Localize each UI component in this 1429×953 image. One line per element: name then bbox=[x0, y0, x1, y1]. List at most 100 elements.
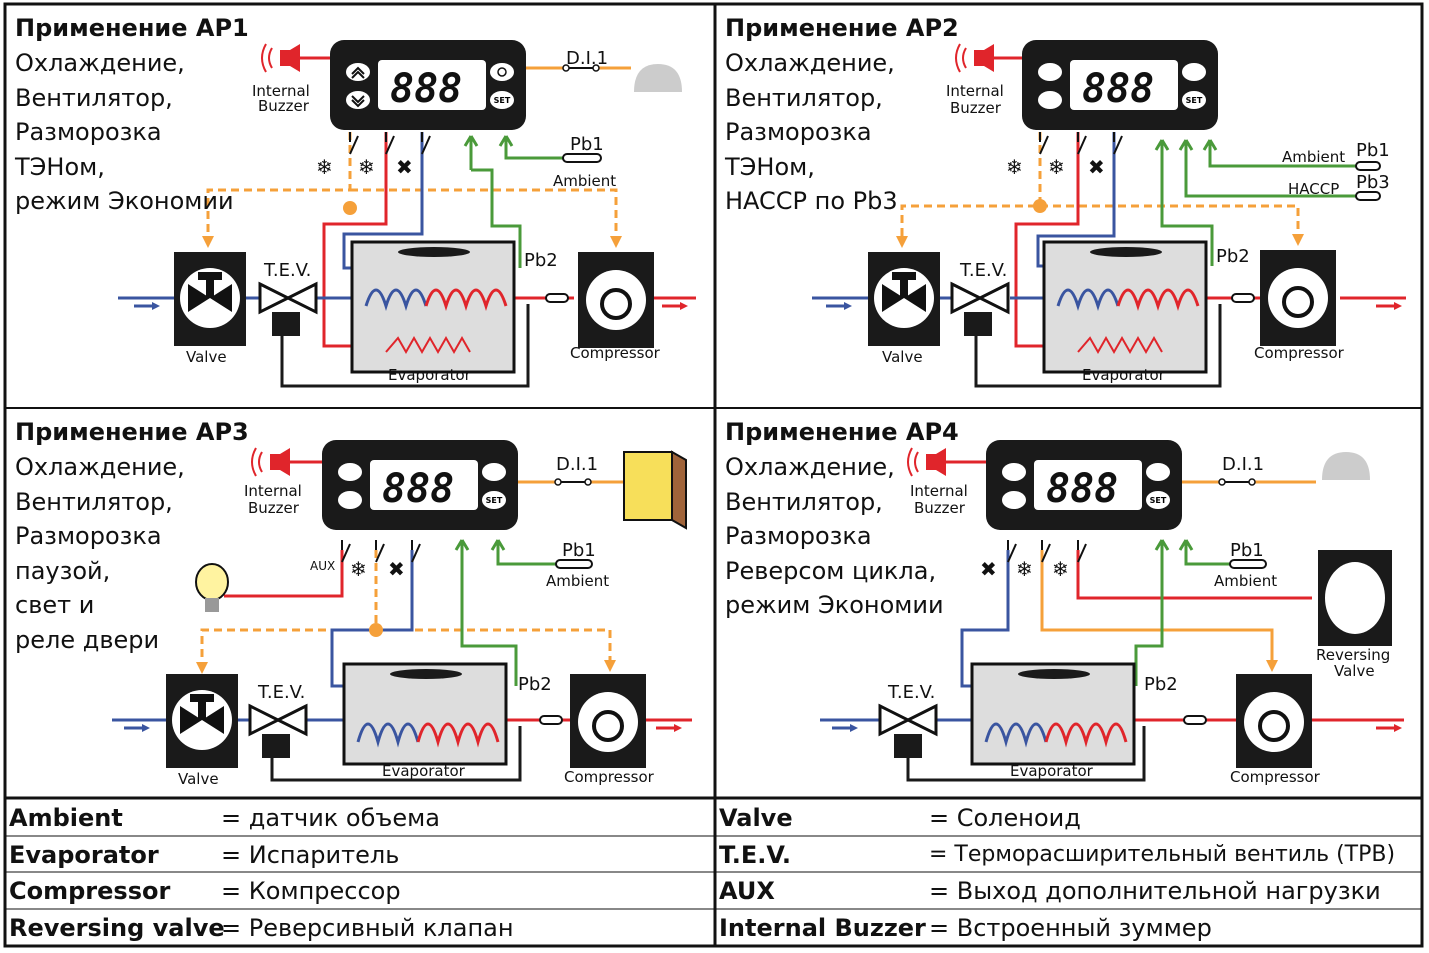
legend-key: AUX bbox=[719, 877, 775, 905]
ap3-desc-line: свет и bbox=[15, 591, 95, 619]
ap3-title: Применение АР3 bbox=[15, 418, 249, 446]
ap3-desc-line: Охлаждение, bbox=[15, 453, 185, 481]
ap2-evaporator bbox=[1042, 240, 1208, 374]
ap4-description: Охлаждение, Вентилятор, Разморозка Ревер… bbox=[725, 450, 944, 623]
ap3-schematic: SET ❄✖ bbox=[112, 440, 692, 788]
ap3-pb1-label: Pb1 bbox=[562, 540, 596, 561]
legend-row: Evaporator = Испаритель bbox=[9, 837, 714, 873]
ap1-compressor bbox=[578, 252, 654, 348]
ap4-reversing-valve bbox=[1318, 550, 1392, 646]
ap4-desc-line: Вентилятор, bbox=[725, 487, 883, 516]
ap1-ambient-label: Ambient bbox=[553, 172, 616, 190]
ap2-haccp-label: HACCP bbox=[1288, 180, 1339, 198]
ap3-desc-line: Разморозка bbox=[15, 522, 162, 550]
panel-ap2: SET ❄ ❄ ✖ bbox=[716, 6, 1421, 407]
ap2-desc-line: Разморозка bbox=[725, 118, 872, 146]
ap3-description: Охлаждение, Вентилятор, Разморозка паузо… bbox=[15, 450, 185, 657]
ap3-tev-label: T.E.V. bbox=[257, 682, 305, 703]
ap2-buzzer-label-1: Internal bbox=[946, 82, 1004, 100]
ap4-controller: SET bbox=[986, 440, 1182, 530]
ap3-pb2-label: Pb2 bbox=[518, 674, 552, 695]
ap1-tev-label: T.E.V. bbox=[263, 260, 311, 281]
legend-row: Valve = Соленоид bbox=[719, 800, 1419, 836]
ap4-tev bbox=[878, 703, 938, 758]
svg-text:✖: ✖ bbox=[980, 557, 997, 581]
ap2-desc-line: Охлаждение, bbox=[725, 49, 895, 77]
legend-value: = датчик объема bbox=[221, 804, 440, 832]
ap1-buzzer-icon bbox=[261, 43, 300, 73]
ap1-buzzer-label-1: Internal bbox=[252, 82, 310, 100]
svg-text:❄: ❄ bbox=[316, 155, 333, 179]
panel-ap4: SET ✖❄❄ bbox=[716, 410, 1421, 797]
svg-text:✖: ✖ bbox=[396, 155, 413, 179]
ap2-title: Применение АР2 bbox=[725, 14, 959, 42]
ap1-tev bbox=[258, 281, 318, 336]
ap2-display-digits: 888 bbox=[1082, 66, 1154, 112]
ap3-evaporator bbox=[342, 662, 508, 766]
legend-value: = Соленоид bbox=[929, 804, 1081, 832]
svg-text:✖: ✖ bbox=[388, 557, 405, 581]
ap1-buzzer-label-2: Buzzer bbox=[258, 97, 310, 115]
ap2-pb2-label: Pb2 bbox=[1216, 246, 1250, 267]
ap2-buzzer-label-2: Buzzer bbox=[950, 99, 1002, 117]
ap3-aux-label: AUX bbox=[310, 559, 335, 573]
svg-text:❄: ❄ bbox=[1016, 557, 1033, 581]
ap3-evaporator-label: Evaporator bbox=[382, 762, 466, 780]
legend-value: = Встроенный зуммер bbox=[929, 914, 1212, 942]
ap2-valve bbox=[868, 252, 940, 346]
ap1-valve bbox=[174, 252, 246, 346]
ap4-tev-label: T.E.V. bbox=[887, 682, 935, 703]
ap1-compressor-label: Compressor bbox=[570, 344, 661, 362]
ap1-di-label: D.I.1 bbox=[566, 48, 608, 69]
ap3-compressor-label: Compressor bbox=[564, 768, 655, 786]
ap1-pb1-label: Pb1 bbox=[570, 134, 604, 155]
legend-key: Reversing valve bbox=[9, 914, 225, 942]
ap3-valve bbox=[166, 674, 238, 768]
svg-text:SET: SET bbox=[494, 96, 511, 105]
ap1-desc-line: Разморозка bbox=[15, 118, 162, 146]
ap1-evaporator-label: Evaporator bbox=[388, 366, 472, 384]
legend-row: Reversing valve = Реверсивный клапан bbox=[9, 910, 714, 946]
svg-text:SET: SET bbox=[486, 496, 503, 505]
legend-key: Evaporator bbox=[9, 841, 159, 869]
ap2-pb1-label: Pb1 bbox=[1356, 140, 1390, 161]
ap2-description: Охлаждение, Вентилятор, Разморозка ТЭНом… bbox=[725, 46, 898, 219]
ap2-evaporator-label: Evaporator bbox=[1082, 366, 1166, 384]
ap3-di-switch bbox=[554, 478, 592, 486]
ap4-compressor bbox=[1236, 674, 1312, 768]
ap3-desc-line: паузой, bbox=[15, 556, 111, 585]
legend-value: = Терморасширительный вентиль (ТРВ) bbox=[929, 842, 1396, 867]
ap4-di-label: D.I.1 bbox=[1222, 454, 1264, 475]
legend-value: = Компрессор bbox=[221, 877, 401, 905]
svg-text:❄: ❄ bbox=[1048, 155, 1065, 179]
ap2-ambient-label: Ambient bbox=[1282, 148, 1345, 166]
ap3-desc-line: реле двери bbox=[15, 625, 160, 654]
ap3-controller: SET bbox=[322, 440, 518, 530]
legend-key: Compressor bbox=[9, 877, 171, 905]
ap4-ambient-label: Ambient bbox=[1214, 572, 1277, 590]
ap4-reversing-label-2: Valve bbox=[1334, 662, 1375, 680]
ap4-desc-line: Реверсом цикла, bbox=[725, 556, 937, 585]
ap4-buzzer-label-1: Internal bbox=[910, 482, 968, 500]
ap4-display-digits: 888 bbox=[1046, 466, 1118, 512]
ap1-schematic: SET ❄ ❄ ✖ bbox=[118, 40, 696, 388]
ap3-di-label: D.I.1 bbox=[556, 454, 598, 475]
legend-row: Ambient = датчик объема bbox=[9, 800, 714, 836]
ap3-ambient-label: Ambient bbox=[546, 572, 609, 590]
ap1-desc-line: Охлаждение, bbox=[15, 49, 185, 77]
ap2-valve-label: Valve bbox=[882, 348, 923, 366]
legend-key: T.E.V. bbox=[719, 841, 791, 869]
legend-row: Internal Buzzer = Встроенный зуммер bbox=[719, 910, 1419, 946]
ap2-pb3-label: Pb3 bbox=[1356, 172, 1390, 193]
ap4-evaporator-label: Evaporator bbox=[1010, 762, 1094, 780]
ap4-buzzer-icon bbox=[907, 447, 946, 477]
ap3-buzzer-icon bbox=[251, 447, 290, 477]
ap1-di-switch bbox=[562, 64, 600, 72]
svg-text:❄: ❄ bbox=[1006, 155, 1023, 179]
svg-text:✖: ✖ bbox=[1088, 155, 1105, 179]
ap4-desc-line: Охлаждение, bbox=[725, 453, 895, 481]
ap1-display-digits: 888 bbox=[390, 66, 462, 112]
ap2-controller: SET bbox=[1022, 40, 1218, 130]
ap1-valve-label: Valve bbox=[186, 348, 227, 366]
